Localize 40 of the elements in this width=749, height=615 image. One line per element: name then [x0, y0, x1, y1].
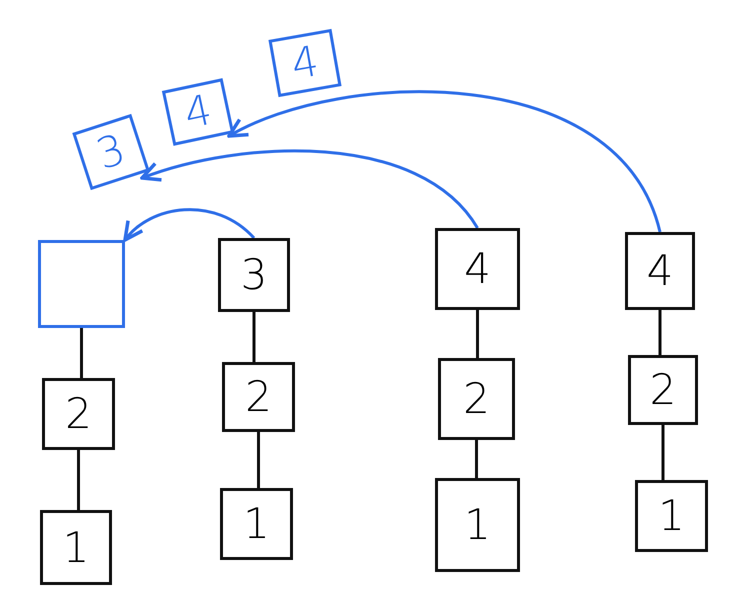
- number-box: [625, 232, 695, 310]
- curved-arrow: [140, 149, 479, 229]
- curved-arrow: [123, 208, 256, 242]
- number-label: 4: [646, 250, 674, 292]
- number-label: 4: [288, 40, 322, 86]
- number-box: [635, 480, 708, 552]
- connector-line: [80, 328, 83, 378]
- number-box: [435, 228, 520, 310]
- number-box: [218, 238, 290, 312]
- connector-line: [476, 310, 479, 358]
- number-box: [220, 488, 293, 560]
- number-label: 2: [650, 369, 676, 411]
- empty-box: [38, 240, 125, 328]
- number-label: 1: [243, 503, 270, 545]
- number-box: [435, 478, 520, 572]
- number-box: [162, 78, 234, 146]
- number-box: [72, 114, 150, 190]
- connector-line: [77, 450, 80, 510]
- number-label: 3: [240, 254, 268, 296]
- number-box: [438, 358, 515, 440]
- number-label: 1: [658, 495, 685, 537]
- number-box: [628, 355, 698, 425]
- number-label: 1: [464, 504, 491, 546]
- connector-line: [257, 432, 260, 488]
- number-box: [268, 28, 342, 98]
- number-label: 4: [180, 88, 216, 136]
- number-label: 2: [463, 378, 490, 420]
- connector-line: [475, 440, 478, 478]
- number-label: 4: [464, 248, 491, 290]
- number-box: [42, 378, 115, 450]
- number-label: 1: [62, 526, 90, 568]
- connector-line: [252, 312, 256, 362]
- number-box: [222, 362, 295, 432]
- number-label: 2: [245, 376, 272, 418]
- curved-arrow: [227, 90, 662, 233]
- connector-line: [658, 310, 662, 355]
- number-label: 2: [65, 393, 92, 435]
- connector-line: [662, 425, 664, 480]
- number-box: [40, 510, 112, 585]
- number-label: 3: [92, 128, 130, 176]
